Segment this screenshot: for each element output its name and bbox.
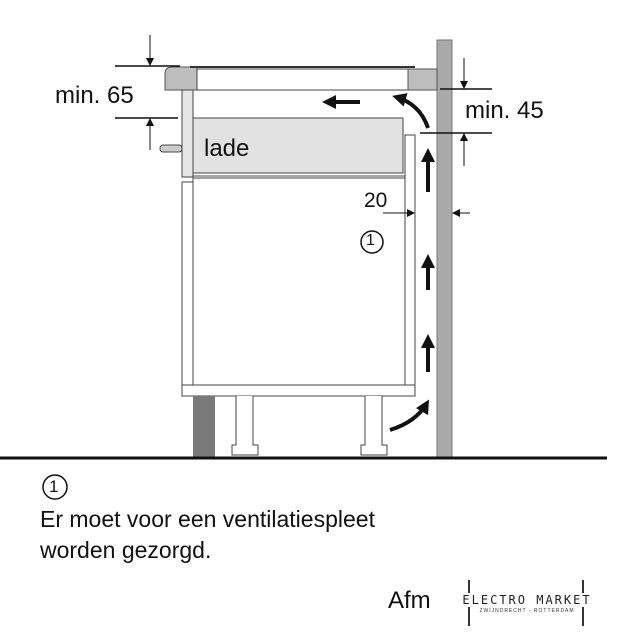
wall [436, 39, 453, 458]
hob [196, 68, 409, 91]
watermark-text: ELECTRO MARKET [452, 593, 602, 607]
marker-circle [360, 230, 384, 254]
note-marker-number: 1 [49, 477, 59, 496]
airflow-arrow [389, 399, 430, 432]
cabinet-body [192, 177, 416, 386]
marker-number: 1 [366, 232, 375, 249]
leg [360, 396, 388, 456]
drawer-label: lade [204, 135, 250, 162]
dimension-min-45: min. 45 [465, 97, 544, 124]
watermark-subtext: ZWIJNDRECHT - ROTTERDAM [479, 608, 575, 614]
cabinet-door [181, 181, 194, 386]
footer-partial-text: Afm [388, 587, 431, 614]
note-line-1: Er moet voor een ventilatiespleet [40, 506, 375, 532]
watermark-logo: ELECTRO MARKET ZWIJNDRECHT - ROTTERDAM [452, 580, 602, 628]
cabinet-bottom [181, 384, 416, 397]
airflow-arrow [392, 93, 430, 129]
dimension-gap: 20 [364, 189, 388, 212]
drawer-handle [159, 144, 183, 153]
countertop-left [164, 66, 198, 91]
note-marker-circle [42, 474, 68, 500]
dimension-min-65: min. 65 [55, 82, 134, 109]
drawer [192, 117, 404, 174]
note-line-2: worden gezorgd. [40, 537, 212, 563]
leg [231, 396, 259, 456]
back-panel [404, 134, 416, 386]
cabinet-side-upper [181, 89, 194, 178]
countertop-right [407, 68, 438, 91]
plinth [193, 396, 215, 457]
